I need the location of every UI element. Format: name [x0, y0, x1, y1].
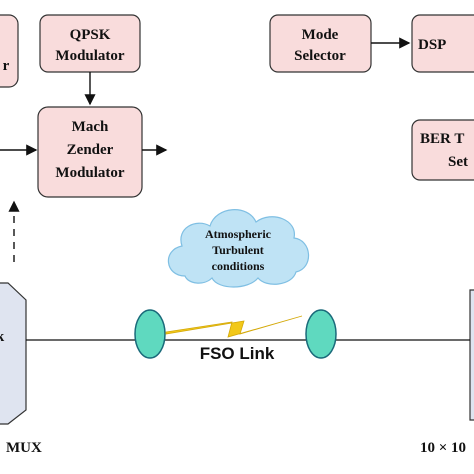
- lightning-bolt-icon: [165, 315, 303, 338]
- ber-line-1: BER T: [420, 131, 464, 147]
- ber-partial-block: BER T Set: [411, 119, 474, 181]
- demux-block: [469, 289, 474, 421]
- right-bottom-label: 10 × 10: [420, 440, 466, 456]
- mode-line-2: Selector: [294, 48, 346, 64]
- left-partial-block: r: [0, 14, 19, 88]
- cloud-line-3: conditions: [212, 259, 265, 273]
- mux-bottom-label: MUX: [6, 440, 42, 456]
- qpsk-line-2: Modulator: [55, 48, 125, 64]
- transmitter-lens: [134, 309, 166, 359]
- mach-line-1: Mach: [72, 119, 109, 135]
- qpsk-modulator-block: QPSK Modulator: [39, 14, 141, 73]
- mode-selector-block: Mode Selector: [269, 14, 372, 73]
- qpsk-line-1: QPSK: [70, 27, 111, 43]
- left-partial-label: r: [3, 58, 10, 74]
- ber-line-2: Set: [448, 154, 468, 170]
- dsp-label: DSP: [418, 37, 446, 53]
- mach-zender-modulator-block: Mach Zender Modulator: [37, 106, 143, 198]
- mode-line-1: Mode: [302, 27, 339, 43]
- mux-block: k: [0, 282, 27, 425]
- mach-line-3: Modulator: [55, 165, 125, 181]
- cloud-line-2: Turbulent: [212, 243, 264, 257]
- atmospheric-cloud: Atmospheric Turbulent conditions: [167, 209, 310, 288]
- dsp-partial-block: DSP: [411, 14, 474, 73]
- mux-partial-label: k: [0, 329, 5, 345]
- receiver-lens: [305, 309, 337, 359]
- mach-line-2: Zender: [67, 142, 114, 158]
- cloud-line-1: Atmospheric: [205, 227, 272, 241]
- fso-link-label: FSO Link: [200, 344, 275, 363]
